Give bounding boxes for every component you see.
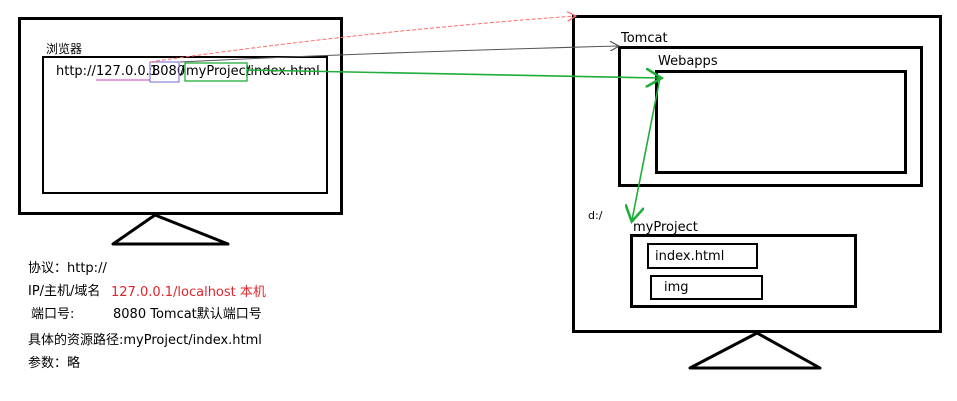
project-highlight [184,62,248,82]
drive-label: d:/ [588,209,603,222]
host-highlight [96,62,151,81]
note-port-label: 端口号: [31,307,75,322]
note-host-value: 127.0.0.1/localhost 本机 [111,285,266,300]
url-path: /index.html [246,64,320,79]
note-resource-path: 具体的资源路径:myProject/index.html [28,333,262,348]
browser-monitor-stand [111,213,230,246]
port-highlight [149,61,180,83]
browser-screen [42,56,328,194]
url-protocol: http:// [56,64,96,79]
project-folder-label: myProject [633,220,698,235]
note-port-value: 8080 Tomcat默认端口号 [113,307,262,322]
file-index-html [647,243,758,269]
project-arrow [246,70,660,78]
file-img [650,275,763,300]
url-project: myProject [186,64,251,79]
webapps-folder [655,70,907,174]
server-monitor-stand [688,331,822,370]
tomcat-label: Tomcat [621,31,668,46]
url-port: 8080 [152,64,186,79]
note-params: 参数：略 [28,356,81,371]
note-host-label: IP/主机/域名 [28,284,101,299]
webapps-label: Webapps [658,54,718,69]
url-host: 127.0.0.1 [96,64,159,79]
browser-label: 浏览器 [46,42,83,56]
host-arrow [149,16,575,63]
port-arrow [179,46,618,63]
file-img-label: img [664,280,689,295]
note-protocol: 协议：http:// [28,261,107,276]
url-slash: / [180,64,185,79]
file-index-html-label: index.html [655,249,725,264]
webapps-to-project-arrow [632,77,661,220]
